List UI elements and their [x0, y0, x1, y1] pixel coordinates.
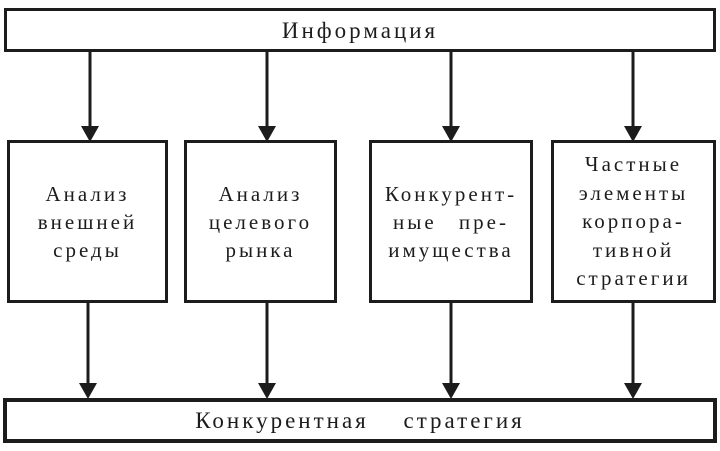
arrow-shaft: [449, 52, 453, 130]
competitive-advantages-label: Конкурент- ные пре- имущества: [384, 181, 518, 262]
information-box-label: Информация: [281, 17, 439, 43]
arrow-head-icon: [442, 126, 460, 142]
target-market-analysis-label: Анализ целевого рынка: [208, 181, 313, 262]
arrow-shaft: [631, 52, 635, 130]
arrow-shaft: [86, 301, 90, 387]
arrow-info-to-target-market: [258, 52, 276, 142]
arrow-head-icon: [624, 383, 642, 399]
arrow-external-analysis-to-strategy: [79, 301, 97, 399]
corporate-strategy-elements-label: Частные элементы корпора- тивной стратег…: [576, 152, 691, 291]
arrow-head-icon: [258, 383, 276, 399]
arrow-shaft: [88, 52, 92, 130]
arrow-shaft: [265, 301, 269, 387]
arrow-info-to-corporate-elements: [624, 52, 642, 142]
arrow-competitive-advantages-to-strategy: [442, 301, 460, 399]
corporate-strategy-elements-box: Частные элементы корпора- тивной стратег…: [551, 140, 716, 303]
arrow-info-to-external-analysis: [81, 52, 99, 142]
arrow-head-icon: [258, 126, 276, 142]
arrow-head-icon: [442, 383, 460, 399]
arrow-shaft: [265, 52, 269, 130]
information-box: Информация: [4, 8, 716, 52]
arrow-head-icon: [624, 126, 642, 142]
arrow-head-icon: [81, 126, 99, 142]
competitive-advantages-box: Конкурент- ные пре- имущества: [369, 140, 533, 303]
arrow-info-to-competitive-advantages: [442, 52, 460, 142]
external-environment-analysis-label: Анализ внешней среды: [37, 181, 138, 262]
competitive-strategy-label: Конкурентная стратегия: [195, 408, 525, 433]
competitive-strategy-box: Конкурентная стратегия: [3, 398, 717, 443]
external-environment-analysis-box: Анализ внешней среды: [7, 140, 168, 303]
arrow-shaft: [449, 301, 453, 387]
arrow-target-market-to-strategy: [258, 301, 276, 399]
arrow-corporate-elements-to-strategy: [624, 301, 642, 399]
arrow-head-icon: [79, 383, 97, 399]
target-market-analysis-box: Анализ целевого рынка: [184, 140, 337, 303]
arrow-shaft: [631, 301, 635, 387]
